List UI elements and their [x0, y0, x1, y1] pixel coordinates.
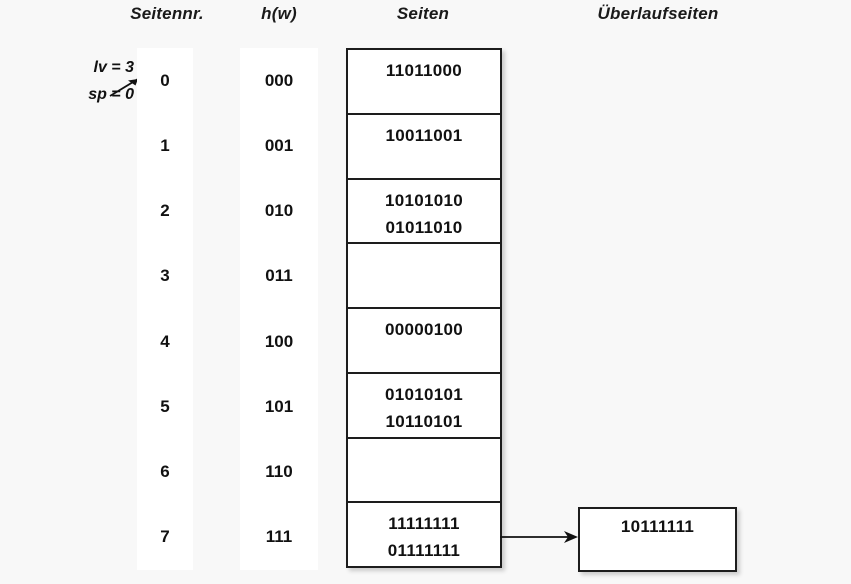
column-header-pages: Seiten: [396, 4, 450, 23]
pages-table: 11011000 10011001 10101010 01011010 0000…: [346, 48, 502, 568]
overflow-pointer-arrow-icon: [500, 531, 578, 543]
record-value: 10110101: [385, 411, 463, 431]
page-row: 10011001: [348, 115, 500, 180]
page-number-cell: 5: [160, 396, 170, 416]
overflow-page-box: 10111111: [578, 507, 737, 572]
record-value: 01111111: [387, 541, 461, 561]
page-row: 11111111 01111111: [348, 503, 500, 566]
hash-cell: 000: [264, 70, 294, 90]
page-row: [348, 244, 500, 309]
record-value: 01010101: [384, 384, 464, 404]
page-row: 01010101 10110101: [348, 374, 500, 439]
hash-cell: 011: [265, 266, 293, 286]
page-row: 11011000: [348, 50, 500, 115]
column-header-hash-function: h(w): [261, 4, 297, 23]
hash-cell: 010: [264, 201, 294, 221]
split-pointer-arrow-icon: [109, 78, 139, 97]
annotation-level: lv = 3: [93, 59, 134, 76]
record-value: 11111111: [388, 514, 460, 534]
record-value: 00000100: [384, 320, 464, 339]
record-value: 10101010: [384, 190, 464, 210]
page-number-cell: 6: [160, 462, 170, 482]
page-number-cell: 2: [160, 201, 170, 221]
hash-cell: 100: [264, 331, 294, 351]
page-row: [348, 439, 500, 504]
page-number-cell: 4: [160, 331, 170, 351]
page-number-cell: 3: [160, 266, 170, 286]
column-header-overflow-pages: Überlaufseiten: [597, 4, 719, 23]
page-number-cell: 0: [160, 70, 170, 90]
hash-column-background: [240, 48, 318, 570]
page-row: 10101010 01011010: [348, 180, 500, 245]
hash-cell: 111: [265, 527, 293, 547]
hash-cell: 110: [265, 462, 293, 482]
record-value: 11011000: [385, 61, 463, 80]
column-header-page-number: Seitennr.: [130, 4, 204, 23]
hash-cell: 101: [264, 396, 294, 416]
hash-column: 000 001 010 011 100 101 110 111: [240, 48, 318, 570]
record-value: 10011001: [385, 125, 463, 145]
page-number-column: 0 1 2 3 4 5 6 7: [137, 48, 193, 570]
page-number-column-background: [137, 48, 193, 570]
page-row: 00000100: [348, 309, 500, 374]
page-number-cell: 1: [160, 135, 170, 155]
hash-cell: 001: [264, 135, 294, 155]
record-value: 10111111: [620, 517, 695, 536]
record-value: 01011010: [385, 217, 463, 237]
page-number-cell: 7: [160, 527, 170, 547]
